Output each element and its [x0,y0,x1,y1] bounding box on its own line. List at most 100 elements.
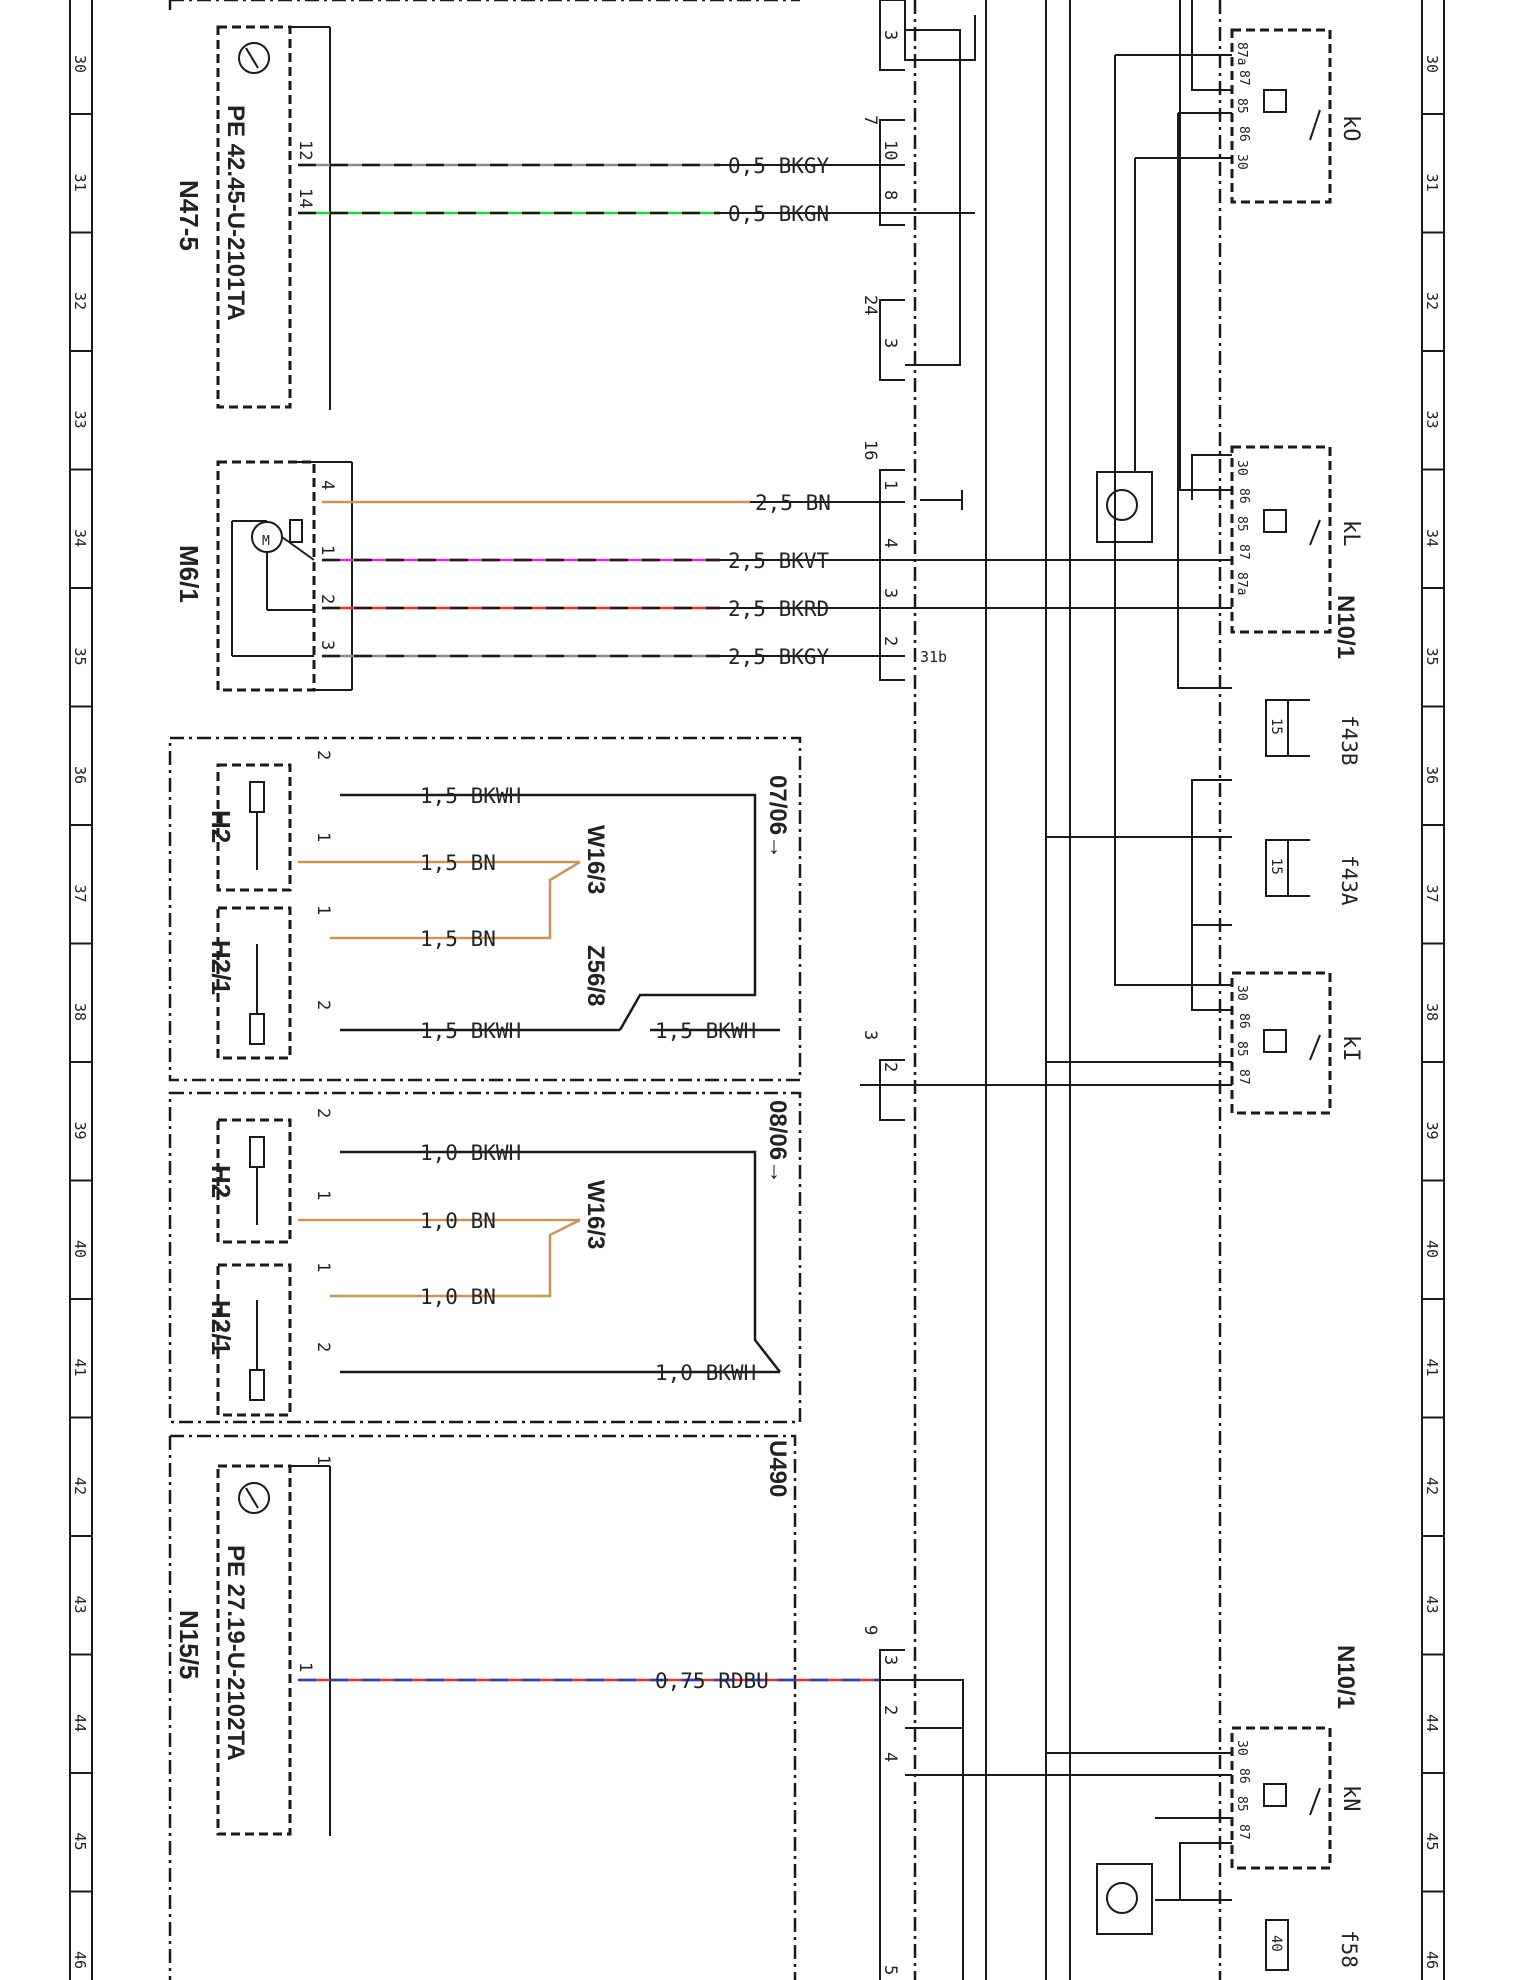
connector-brackets [879,0,905,1980]
cm-pin-1: 1 [880,480,900,490]
wires [298,163,905,1682]
wire-label-w10: 1,5 BKWH [420,1019,521,1043]
grid-row-label-right-41: 41 [1423,1359,1441,1377]
cl-pin-3: 3 [860,1030,880,1040]
cb-pin-3: 3 [880,1655,900,1665]
grid-row-label-left-46: 46 [71,1951,89,1969]
grid-row-label-left-33: 33 [71,411,89,429]
m6-pin-1: 1 [317,545,337,555]
n15-pin-1a: 1 [313,1455,333,1465]
wire-label-w13: 1,0 BN [420,1209,496,1233]
version-label-1: 07/06→ [764,775,791,859]
n15-5-part: PE 27.19-U-2102TA [222,1545,249,1761]
z56-8-name: Z56/8 [582,945,609,1006]
grid-row-label-right-35: 35 [1423,648,1441,666]
h21a-pin-2: 2 [313,1000,333,1010]
n10-1-bottom-name: N10/1 [1332,1645,1359,1709]
wire-w9 [330,860,581,940]
grid-row-label-right-33: 33 [1423,411,1441,429]
relay-kO-pin-87: 87 [1236,70,1251,86]
ct-pin-3a: 3 [880,30,900,40]
cb-pin-4: 4 [880,1752,900,1762]
grid-row-label-left-39: 39 [71,1122,89,1140]
fuse-f58-name: f58 [1337,1930,1361,1968]
w16-3-b-name: W16/3 [582,1180,609,1249]
h2a-pin-2: 2 [313,750,333,760]
relay-kI-pin-87: 87 [1236,1069,1251,1085]
fuse-f58-rating: 40 [1268,1935,1284,1952]
h2b-pin-2: 2 [313,1108,333,1118]
cm-pin-16: 16 [860,440,880,460]
cm-pin-4: 4 [880,538,900,548]
h2-b-name: H2 [206,1165,236,1198]
wire-w7 [340,793,757,1031]
ct-pin-3b: 3 [880,338,900,348]
grid-row-label-left-45: 45 [71,1833,89,1851]
ct-pin-8: 8 [880,190,900,200]
relay-kL-pin-86: 86 [1236,488,1251,504]
h21b-pin-2: 2 [313,1342,333,1352]
grid-row-label-right-43: 43 [1423,1596,1441,1614]
relay-kO-pin-86: 86 [1236,126,1251,142]
wire-label-w5: 2,5 BKRD [728,597,829,621]
h2-1-b-name: H2/1 [206,1300,236,1355]
relay-kL-pin-85: 85 [1234,516,1249,532]
wire-label-w3: 2,5 BN [755,491,831,515]
boundaries [168,0,1222,1980]
h2-1-a-name: H2/1 [206,940,236,995]
wire-w12 [340,1150,781,1373]
component-boxes [216,25,1332,1870]
grid-row-label-left-32: 32 [71,292,89,310]
grid-row-label-left-34: 34 [71,529,89,547]
grid-row-label-right-39: 39 [1423,1122,1441,1140]
relay-kL-pin-87: 87 [1236,544,1251,560]
n47-5-part: PE 42.45-U-2101TA [222,105,249,321]
wire-label-w1: 0,5 BKGY [728,154,830,178]
relay-kO-pin-85: 85 [1234,98,1249,114]
right-connections [904,0,1310,1980]
grid-row-label-left-31: 31 [71,174,89,192]
relay-kO-name: kO [1338,115,1363,142]
wire-label-w12: 1,0 BKWH [420,1141,521,1165]
cl-pin-2: 2 [880,1062,900,1072]
grid-row-label-left-37: 37 [71,885,89,903]
ct-pin-24: 24 [860,295,880,315]
ct-pin-10: 10 [880,140,900,160]
wire-label-w2: 0,5 BKGN [728,202,829,226]
relay-kL-pin-30: 30 [1234,460,1249,476]
relay-kO-pin-30: 30 [1234,154,1249,170]
m6-pin-2: 2 [317,594,337,604]
grid-row-label-right-45: 45 [1423,1833,1441,1851]
wire-label-w8: 1,5 BN [420,851,496,875]
grid-row-label-right-31: 31 [1423,174,1441,192]
wire-label-w11: 1,5 BKWH [655,1019,756,1043]
cb-pin-5: 5 [880,1965,900,1975]
fuse-f43B-name: f43B [1337,715,1361,766]
relay-kI-pin-85: 85 [1234,1041,1249,1057]
grid-row-label-left-36: 36 [71,766,89,784]
fuse-f43B-rating: 15 [1268,718,1284,735]
wire-label-w7: 1,5 BKWH [420,784,521,808]
w16-3-a-name: W16/3 [582,825,609,894]
cb-pin-9: 9 [860,1625,880,1635]
wire-w14 [330,1218,581,1298]
grid-right [1421,0,1445,1980]
relay-kO-pin-87a: 87a [1234,42,1249,65]
component-internals [231,26,1321,1971]
n47-pin-14: 14 [295,188,315,208]
grid-row-label-right-37: 37 [1423,885,1441,903]
motor-label: M [262,534,270,549]
grid-row-label-right-34: 34 [1423,529,1441,547]
relay-kI-pin-86: 86 [1236,1013,1251,1029]
relay-kN-pin-86: 86 [1236,1768,1251,1784]
h2b-pin-1: 1 [313,1190,333,1200]
grid-row-label-left-41: 41 [71,1359,89,1377]
grid-row-label-right-46: 46 [1423,1951,1441,1969]
grid-row-label-left-40: 40 [71,1240,89,1258]
n47-5-name: N47-5 [174,180,204,251]
grid-row-label-right-38: 38 [1423,1003,1441,1021]
ct-pin-7: 7 [860,115,880,125]
relay-kL-pin-87a: 87a [1234,572,1249,595]
